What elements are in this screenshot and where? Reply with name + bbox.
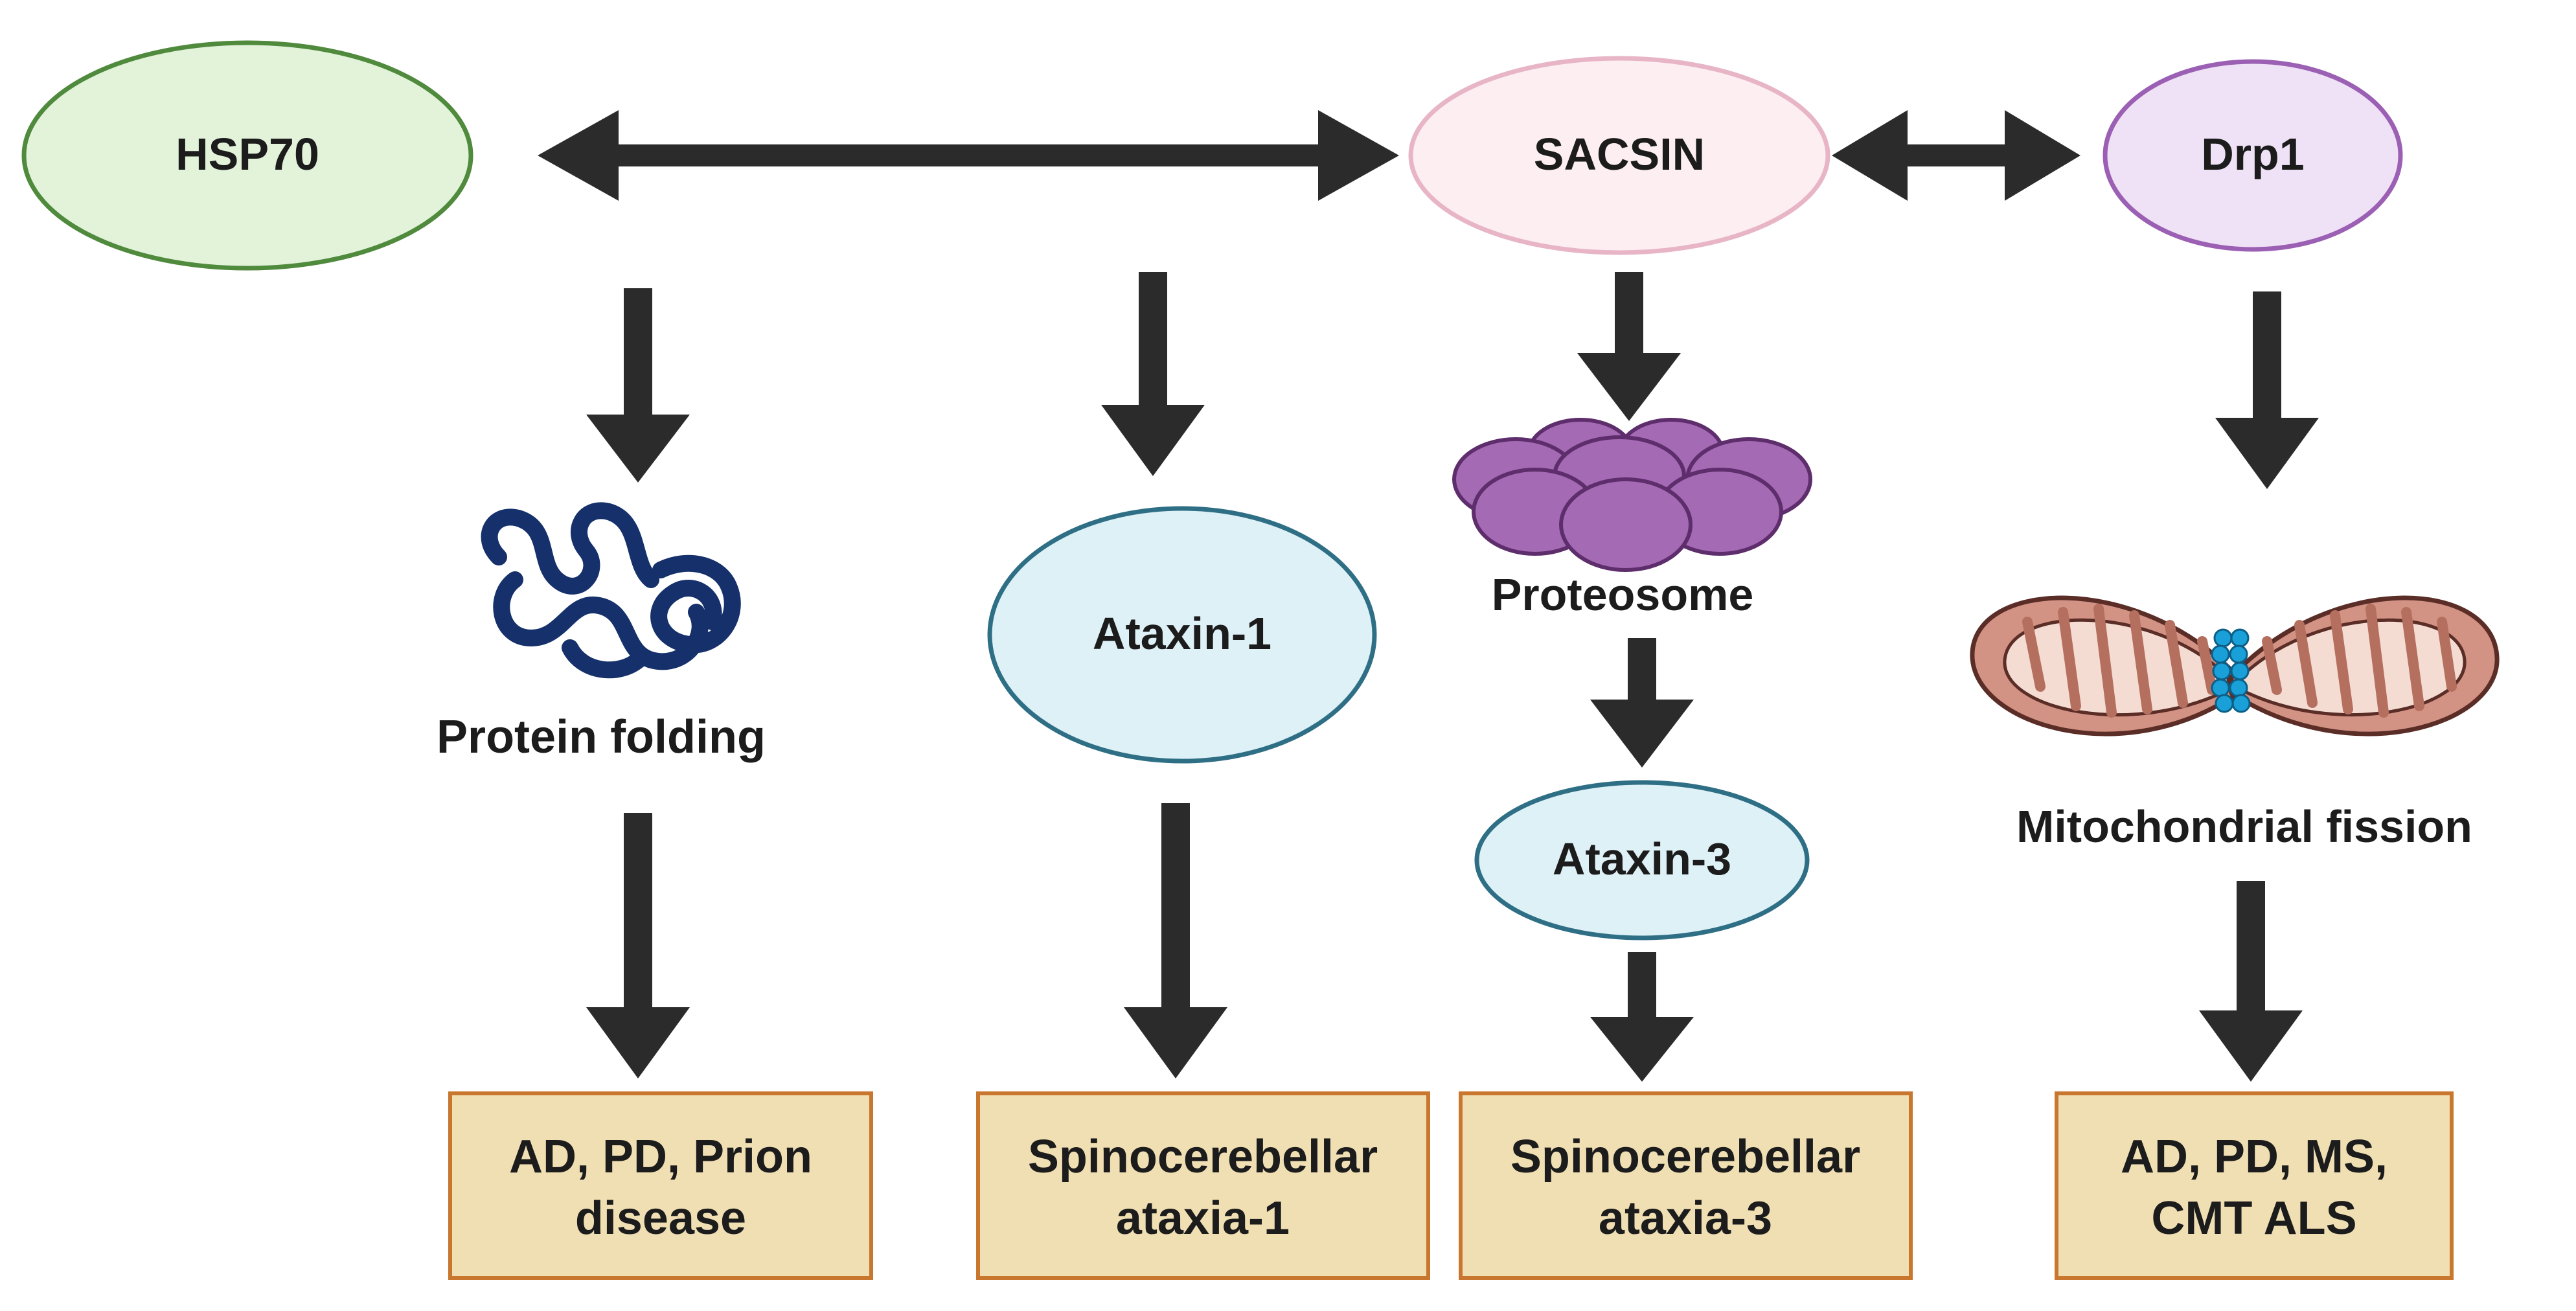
drp1-node: Drp1 bbox=[2103, 59, 2403, 252]
svg-text:disease: disease bbox=[575, 1192, 746, 1244]
hsp70-sacsin-double-arrow bbox=[538, 110, 1399, 201]
outcome-box-2: Spinocerebellar ataxia-1 bbox=[976, 1091, 1430, 1280]
proteasome-icon bbox=[1452, 418, 1812, 572]
proteosome-label: Proteosome bbox=[1492, 569, 1754, 620]
sacsin-node: SACSIN bbox=[1408, 56, 1830, 255]
arrow-ataxin3-down bbox=[1590, 952, 1694, 1082]
outcome-box-1: AD, PD, Prion disease bbox=[448, 1091, 873, 1280]
svg-text:ataxia-3: ataxia-3 bbox=[1599, 1192, 1772, 1244]
mitochondrial-fission-label: Mitochondrial fission bbox=[2016, 801, 2472, 852]
arrow-hsp70-down bbox=[586, 288, 690, 483]
arrow-ataxin1-down bbox=[1124, 803, 1227, 1078]
ataxin3-label: Ataxin-3 bbox=[1553, 834, 1731, 884]
sacsin-label: SACSIN bbox=[1534, 129, 1705, 179]
svg-text:ataxia-1: ataxia-1 bbox=[1116, 1192, 1290, 1244]
ataxin1-node: Ataxin-1 bbox=[987, 506, 1377, 764]
svg-text:Spinocerebellar: Spinocerebellar bbox=[1028, 1131, 1378, 1183]
mitochondrion-icon bbox=[1970, 595, 2500, 736]
svg-text:CMT ALS: CMT ALS bbox=[2151, 1192, 2356, 1244]
arrow-drp1-down bbox=[2215, 291, 2319, 489]
ataxin3-node: Ataxin-3 bbox=[1474, 780, 1810, 940]
arrow-sacsin-down bbox=[1577, 272, 1681, 421]
drp1-label: Drp1 bbox=[2201, 129, 2304, 179]
svg-text:Spinocerebellar: Spinocerebellar bbox=[1510, 1131, 1860, 1183]
hsp70-label: HSP70 bbox=[176, 129, 319, 179]
sacsin-drp1-double-arrow bbox=[1832, 110, 2080, 201]
ataxin1-label: Ataxin-1 bbox=[1093, 608, 1271, 659]
arrow-protein-folding-down bbox=[586, 813, 690, 1078]
arrow-proteosome-down bbox=[1590, 638, 1694, 768]
svg-text:AD, PD, Prion: AD, PD, Prion bbox=[509, 1131, 812, 1183]
arrow-fission-down bbox=[2199, 881, 2303, 1082]
protein-folding-label: Protein folding bbox=[437, 711, 766, 763]
arrow-to-ataxin1 bbox=[1101, 272, 1205, 476]
outcome-box-3: Spinocerebellar ataxia-3 bbox=[1459, 1091, 1913, 1280]
drp1-ring-icon bbox=[2211, 628, 2251, 713]
protein-coil-icon bbox=[481, 502, 741, 679]
outcome-box-4: AD, PD, MS, CMT ALS bbox=[2055, 1091, 2454, 1280]
svg-text:AD, PD, MS,: AD, PD, MS, bbox=[2121, 1131, 2388, 1183]
hsp70-node: HSP70 bbox=[21, 40, 473, 271]
